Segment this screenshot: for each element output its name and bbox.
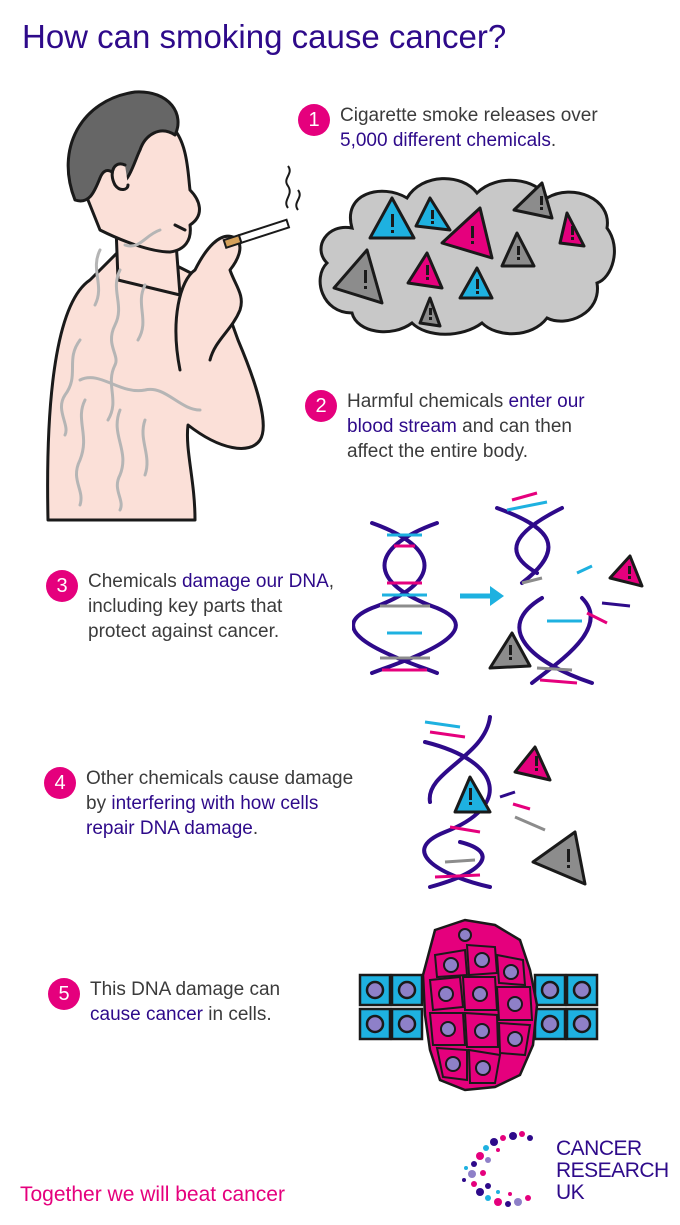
- smoker-illustration: [46, 90, 301, 522]
- dna-damage-illustration: [352, 491, 644, 685]
- step-2-badge: 2: [305, 390, 337, 422]
- step-4-pre: Other chemicals cause damage by: [86, 768, 354, 814]
- step-4: 4 Other chemicals cause damage by interf…: [44, 766, 374, 841]
- page-title: How can smoking cause cancer?: [22, 18, 507, 55]
- step-2-post: and can then affect the entire body.: [347, 416, 572, 462]
- dna-repair-illustration: [422, 715, 587, 889]
- step-1: 1 Cigarette smoke releases over 5,000 di…: [298, 103, 638, 153]
- step-5-highlight: cause cancer: [90, 1004, 204, 1025]
- step-3-badge: 3: [46, 570, 78, 602]
- step-1-highlight: 5,000 different chemicals: [340, 130, 551, 151]
- step-3-post: , including key parts that protect again…: [88, 571, 335, 642]
- step-3-highlight: damage our DNA: [181, 571, 329, 592]
- logo-line-1: CANCER: [556, 1137, 642, 1160]
- step-5-post: in cells.: [208, 1004, 272, 1025]
- step-5: 5 This DNA damage can cause cancer in ce…: [48, 977, 308, 1027]
- step-2: 2 Harmful chemicals enter our blood stre…: [305, 389, 635, 464]
- logo-line-2: RESEARCH: [556, 1159, 669, 1182]
- step-5-badge: 5: [48, 978, 80, 1010]
- step-4-highlight: interfering with how cells repair DNA da…: [86, 793, 319, 839]
- step-4-post: .: [252, 818, 259, 839]
- step-2-highlight: enter our blood stream: [347, 391, 585, 437]
- step-1-pre: Cigarette smoke releases over: [340, 105, 598, 126]
- cancer-research-uk-logo-icon: [462, 1131, 533, 1207]
- step-3: 3 Chemicals damage our DNA, including ke…: [46, 569, 346, 644]
- step-5-text: This DNA damage can cause cancer in cell…: [90, 977, 300, 1027]
- step-2-text: Harmful chemicals enter our blood stream…: [347, 389, 622, 464]
- step-5-pre: This DNA damage can: [90, 979, 281, 1000]
- logo-wordmark: CANCER RESEARCH UK: [556, 1138, 669, 1204]
- step-3-text: Chemicals damage our DNA, including key …: [88, 569, 343, 644]
- step-3-pre: Chemicals: [88, 571, 177, 592]
- step-2-pre: Harmful chemicals: [347, 391, 504, 412]
- step-1-text: Cigarette smoke releases over 5,000 diff…: [340, 103, 598, 153]
- step-1-post: .: [550, 130, 557, 151]
- cancer-cells-illustration: [358, 918, 599, 1092]
- logo-line-3: UK: [556, 1181, 585, 1204]
- step-4-badge: 4: [44, 767, 76, 799]
- footer-tagline: Together we will beat cancer: [20, 1183, 285, 1206]
- step-4-text: Other chemicals cause damage by interfer…: [86, 766, 368, 841]
- chemical-cloud-illustration: [318, 177, 616, 336]
- step-1-badge: 1: [298, 104, 330, 136]
